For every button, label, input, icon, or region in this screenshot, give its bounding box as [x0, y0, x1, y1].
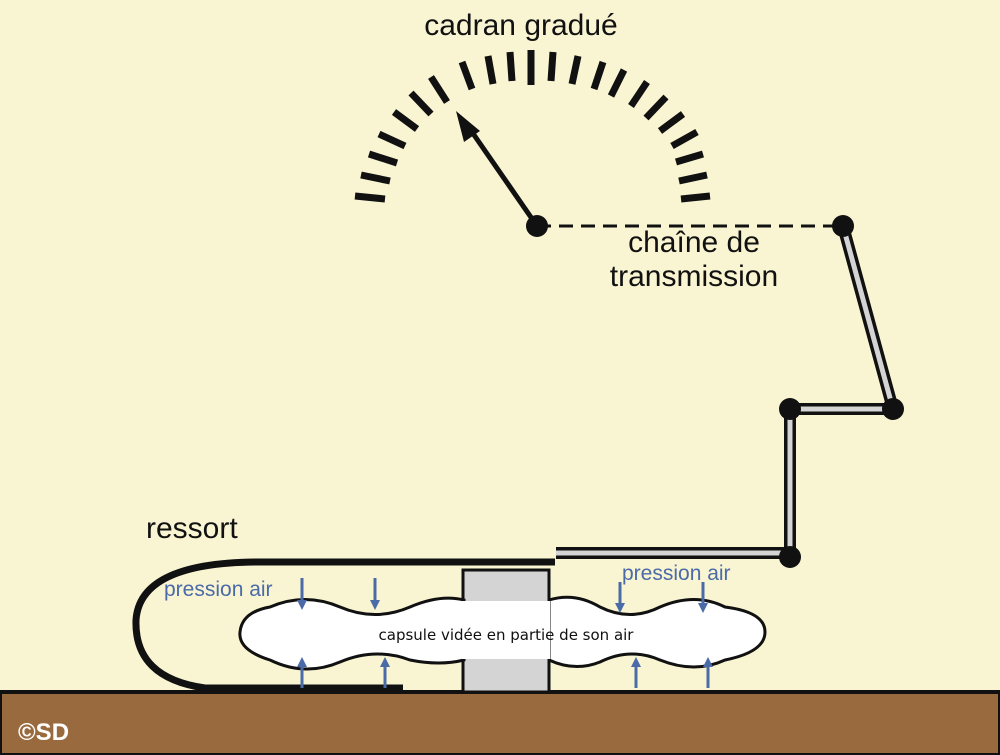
- spring: [132, 558, 555, 692]
- dial-label: cadran gradué: [424, 9, 617, 42]
- copyright-label: ©SD: [18, 719, 69, 746]
- chain-label-line2: transmission: [610, 260, 778, 293]
- dial-scale: [354, 50, 711, 203]
- linkage-arm: [556, 220, 899, 559]
- vacuum-capsule-right: [547, 595, 767, 669]
- pressure-label-left: pression air: [164, 578, 273, 601]
- spring-label: ressort: [146, 512, 238, 545]
- ground-base: [0, 690, 1000, 755]
- vacuum-capsule: [238, 596, 466, 671]
- pressure-label-right: pression air: [622, 562, 731, 585]
- chain-label-line1: chaîne de: [628, 226, 760, 259]
- capsule-bridge: [462, 601, 550, 659]
- pivot-joints: [526, 215, 904, 568]
- capsule-label: capsule vidée en partie de son air: [379, 626, 635, 644]
- dial-needle: [456, 111, 540, 228]
- pressure-arrows: [297, 578, 713, 688]
